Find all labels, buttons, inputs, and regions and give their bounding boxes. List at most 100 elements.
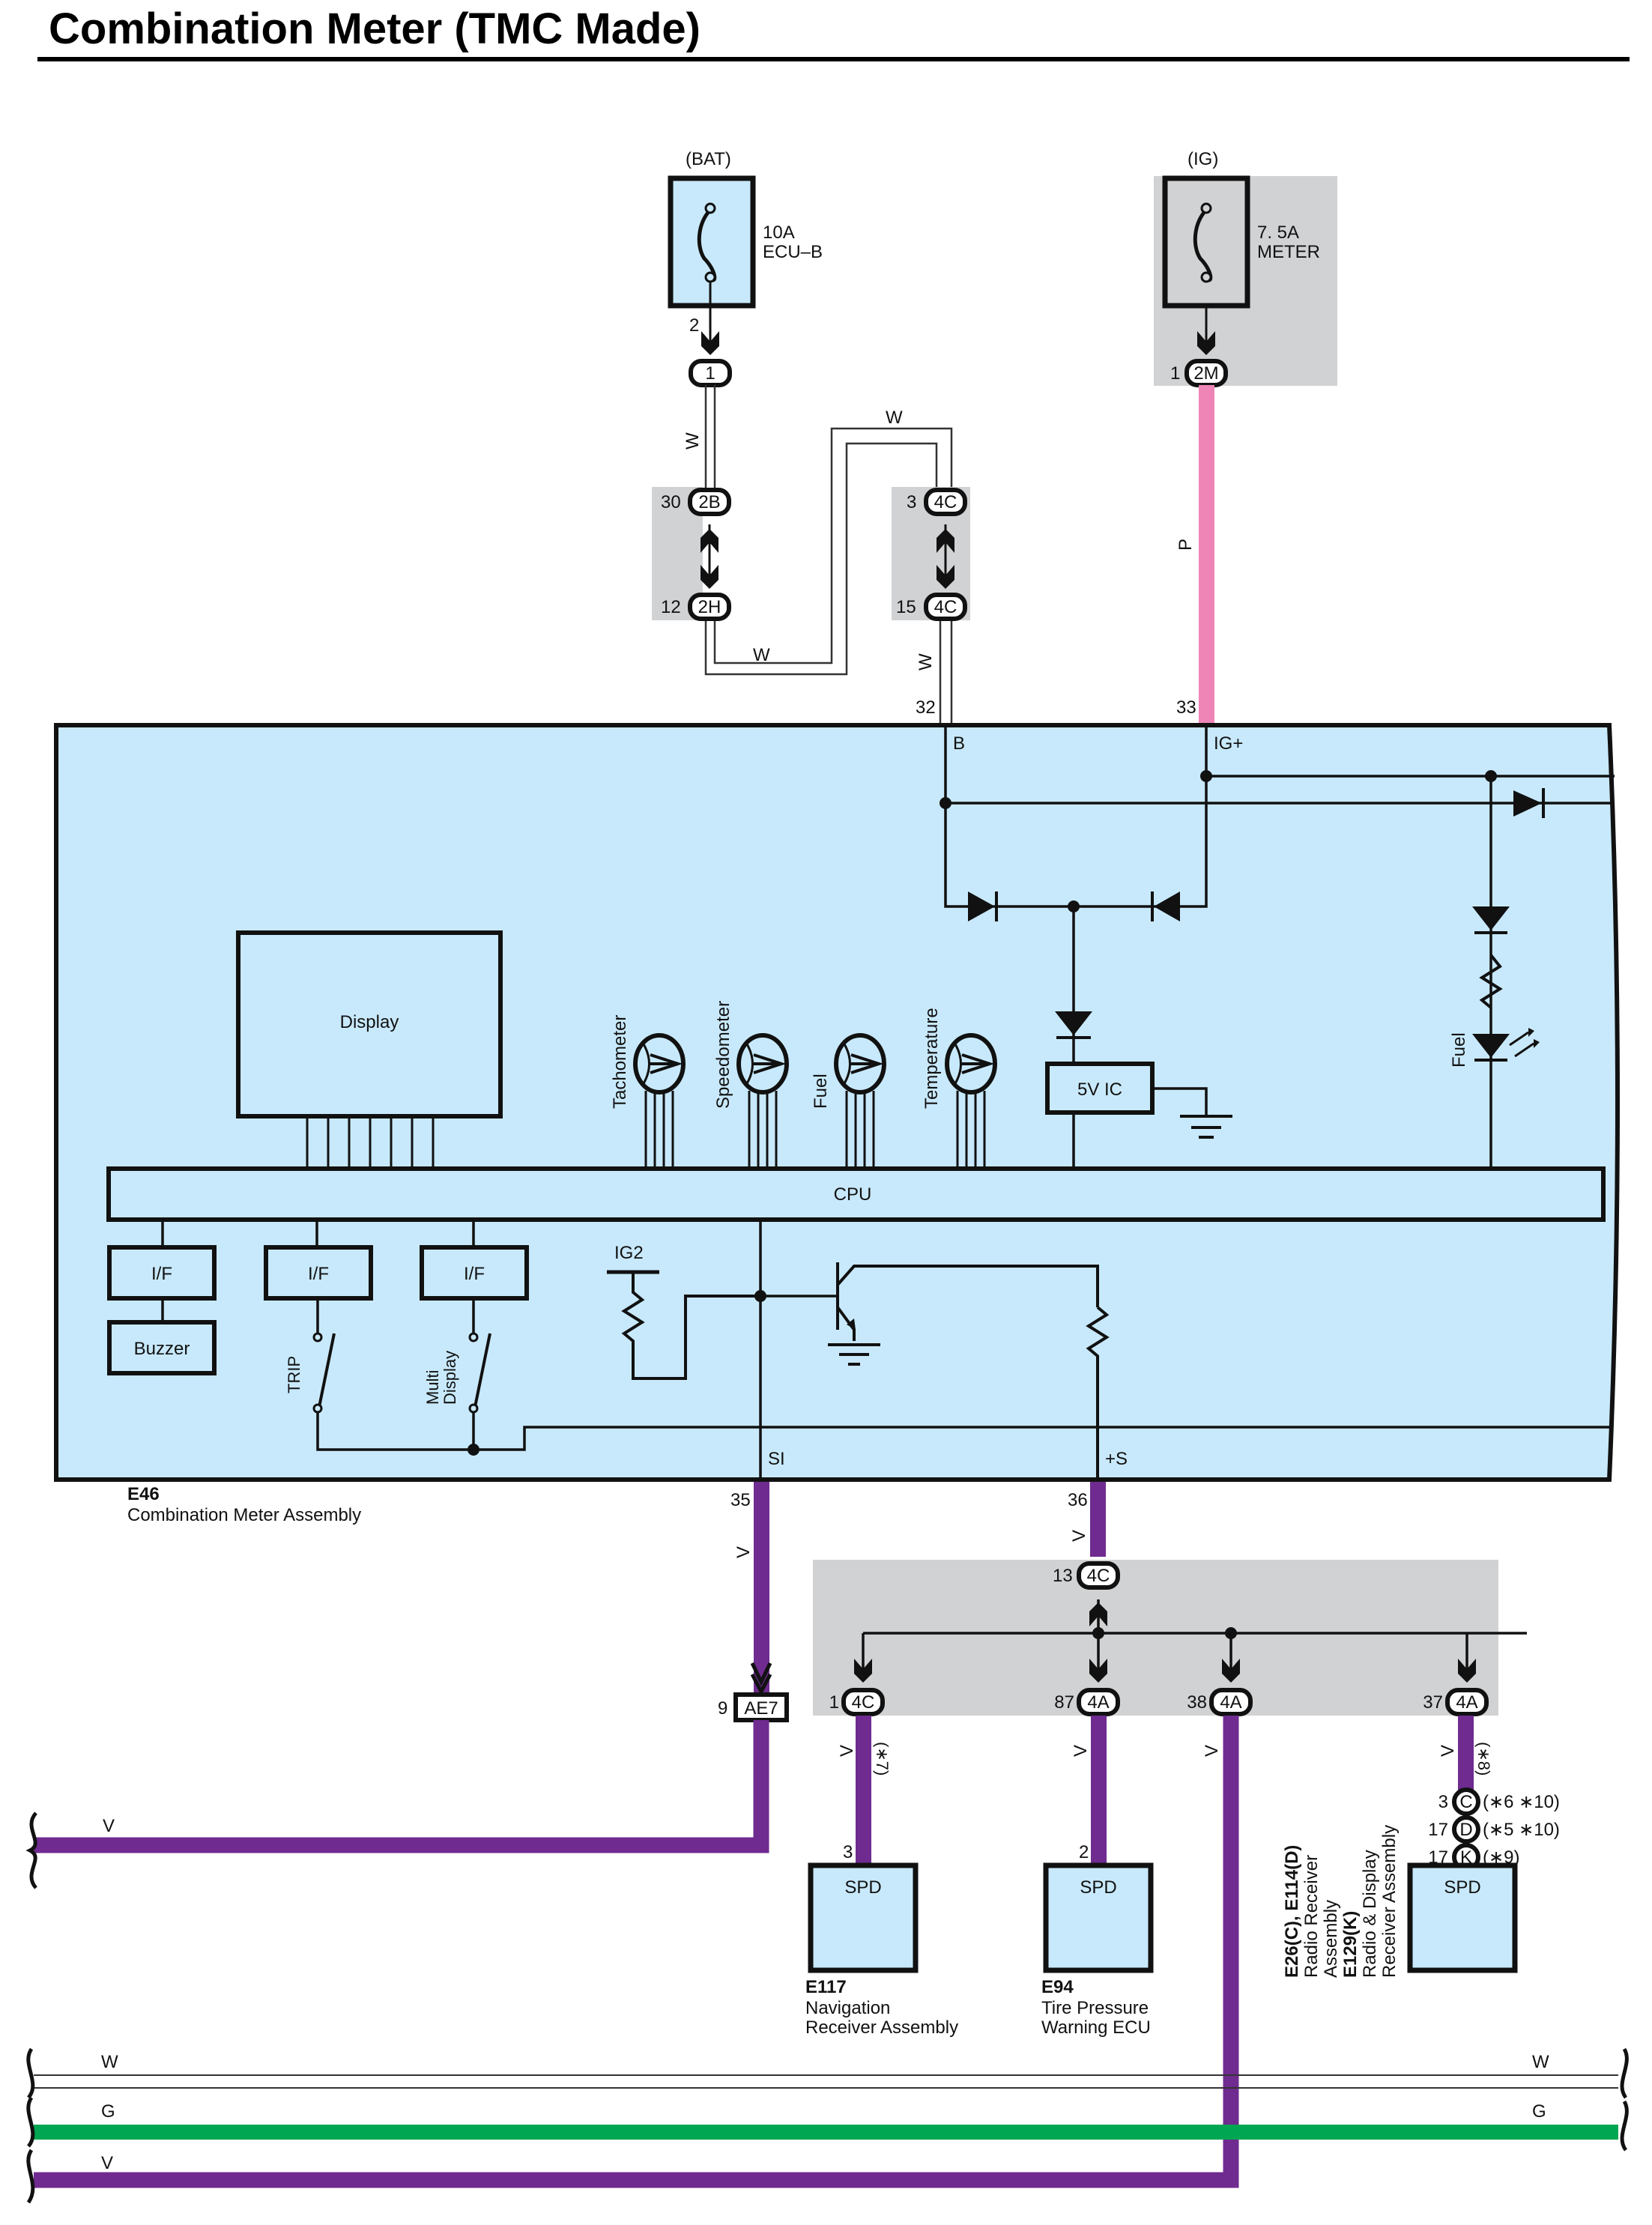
svg-text:Assembly: Assembly [1321,1900,1341,1978]
diode-icon [1513,790,1542,817]
radio-connectors: C3(∗6 ∗10)D17(∗5 ∗10)K17(∗9) [1428,1787,1560,1871]
fuse-meter: (IG) 7. 5A METER 2M 1 [1154,149,1337,387]
gauge-fuel: Fuel [811,1033,886,1169]
wire-w-left: W [101,2052,118,2072]
wire-pink [1199,385,1214,723]
svg-text:V: V [1438,1745,1458,1757]
fuse-name: METER [1257,242,1320,262]
diode-icon [1055,1011,1092,1035]
svg-text:2H: 2H [698,597,721,617]
svg-text:13: 13 [1053,1566,1073,1586]
connector-4c-pin-1: 4C1 [829,1633,885,1716]
svg-text:30: 30 [661,492,681,512]
svg-text:3: 3 [907,492,916,512]
svg-text:I/F: I/F [308,1264,329,1284]
svg-text:Navigation: Navigation [805,1998,890,2018]
ground-icon [1180,1115,1232,1139]
svg-text:Radio Receiver: Radio Receiver [1301,1855,1322,1978]
meter-name: Combination Meter Assembly [127,1505,361,1525]
svg-text:E129(K): E129(K) [1340,1911,1361,1978]
svg-text:1: 1 [1170,363,1180,384]
display-block [236,930,503,1118]
svg-text:4C: 4C [934,597,957,617]
svg-text:3: 3 [1438,1792,1448,1812]
fuse-rating: 10A [763,222,795,243]
spd-box [808,1862,919,1973]
svg-text:V: V [103,1816,115,1836]
combination-meter-assembly: B IG+ 5V IC [54,723,1620,1482]
pin-33: 33 [1176,697,1196,718]
svg-text:4A: 4A [1220,1692,1241,1713]
component-e117: 3 SPD E117 Navigation Receiver Assembly [805,1842,958,2038]
led-icon [1472,1034,1510,1058]
cpu-block [106,1166,1606,1222]
svg-text:Receiver Assembly: Receiver Assembly [805,2017,958,2038]
wire-v-bottom: V [101,2153,113,2173]
wire-w-right: W [1532,2052,1549,2072]
svg-text:2B: 2B [698,492,720,512]
svg-text:9: 9 [718,1698,727,1719]
wire-violet-branches: V (∗7) V V V (∗8) [34,1716,1493,2188]
component-e94: 2 SPD E94 Tire Pressure Warning ECU [1041,1842,1154,2038]
svg-text:V: V [1202,1745,1222,1757]
svg-text:3: 3 [843,1842,853,1862]
resistor-icon [1479,954,1503,1009]
svg-text:D: D [1459,1820,1472,1840]
svg-text:17: 17 [1428,1820,1448,1840]
svg-text:Tire Pressure: Tire Pressure [1041,1998,1149,2018]
inline-connector-arrow-icon [750,1662,772,1696]
svg-text:V: V [837,1745,857,1757]
svg-text:4C: 4C [934,492,957,512]
gauge-label: Temperature [922,1008,942,1109]
transistor-icon [836,1262,1099,1341]
gauge-tachometer: Tachometer [610,1015,686,1169]
ig2-label: IG2 [614,1243,644,1263]
svg-text:CPU: CPU [834,1184,872,1205]
svg-text:V: V [1069,1530,1089,1542]
svg-text:1: 1 [829,1692,839,1713]
svg-text:SPD: SPD [1080,1877,1116,1898]
wire-g-right: G [1532,2101,1546,2122]
svg-text:15: 15 [896,597,916,617]
svg-text:C: C [1459,1792,1472,1812]
wire-violet-si: 35 V AE7 9 V [25,1482,789,1889]
fuse-source-ig: (IG) [1187,149,1218,169]
svg-text:38: 38 [1187,1692,1207,1713]
ground-icon [828,1343,880,1366]
wire-code-p: P [1176,539,1196,551]
svg-text:I/F: I/F [464,1264,485,1284]
resistor-icon [621,1272,760,1380]
gauge-temperature: Temperature [922,1008,997,1169]
connector-4c [924,593,967,621]
fuse-box [668,175,756,309]
svg-text:E117: E117 [805,1977,847,1997]
spd-box [1043,1862,1154,1973]
gauge-label: Fuel [811,1074,831,1109]
svg-text:4C: 4C [1087,1566,1110,1586]
svg-text:W: W [753,645,770,665]
indicator-fuel-label: Fuel [1449,1032,1469,1068]
gauge-label: Tachometer [610,1015,630,1109]
fuse-pin: 2 [689,315,699,336]
svg-text:(∗6 ∗10): (∗6 ∗10) [1483,1792,1560,1812]
junction-4c-4c: 4C 3 4C 15 [892,487,970,621]
connector-1 [689,359,732,387]
meter-code: E46 [127,1484,160,1504]
svg-text:(∗8): (∗8) [1474,1742,1493,1776]
page-title: Combination Meter (TMC Made) [49,4,701,53]
component-radio: SPD E26(C), E114(D) Radio Receiver Assem… [1282,1825,1518,1978]
pin-label-b: B [953,733,965,754]
connector-2b [688,488,731,516]
switch-trip-icon [318,1333,336,1408]
svg-text:Warning ECU: Warning ECU [1041,2017,1151,2038]
svg-text:E94: E94 [1041,1977,1074,1997]
fuse-source-bat: (BAT) [686,149,731,169]
svg-text:Receiver Assembly: Receiver Assembly [1379,1825,1400,1978]
pin-32: 32 [916,697,936,718]
svg-text:SPD: SPD [844,1877,881,1898]
svg-text:4A: 4A [1087,1692,1109,1713]
wire-green [34,2125,1618,2140]
gauge-label: Speedometer [713,1001,733,1109]
